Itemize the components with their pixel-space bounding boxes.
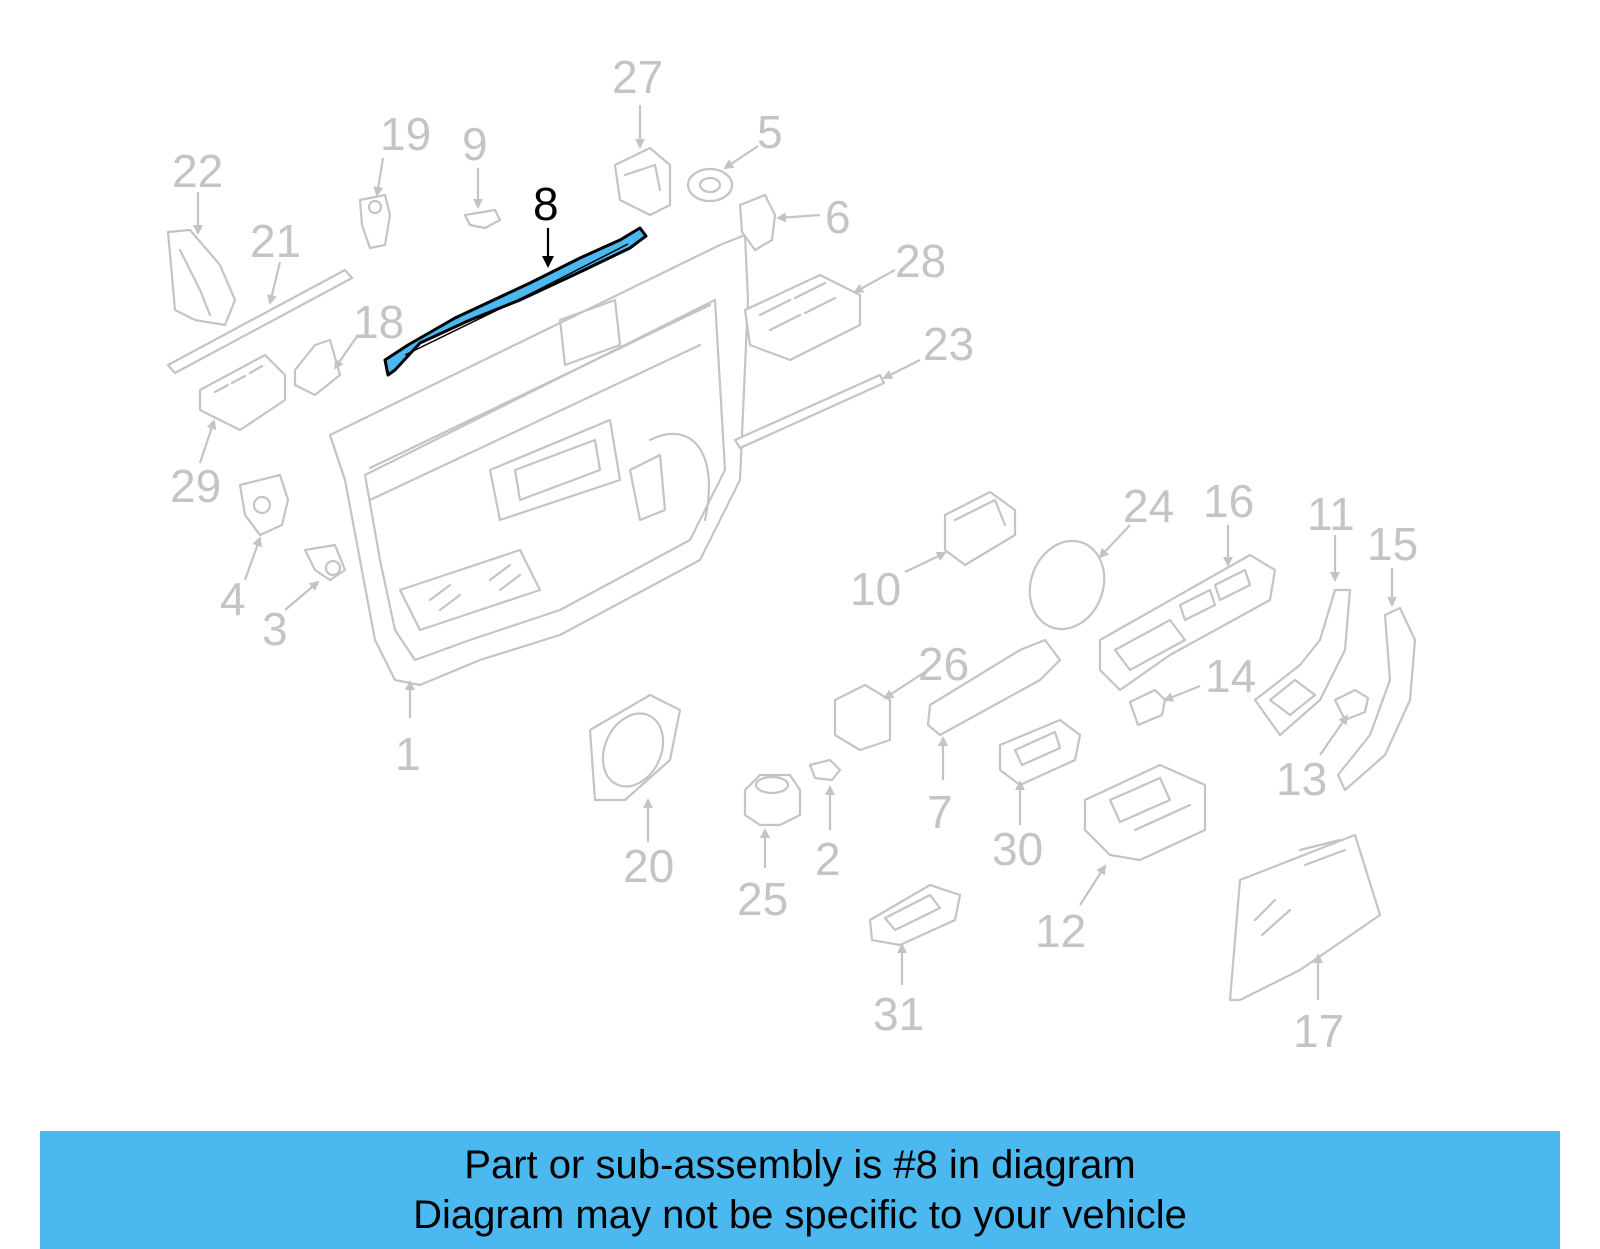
callout-22: 22 (172, 145, 223, 197)
callout-15: 15 (1367, 518, 1418, 570)
caption-line-2: Diagram may not be specific to your vehi… (413, 1193, 1187, 1237)
part-30-bezel (998, 718, 1082, 787)
part-6-bracket (738, 193, 777, 252)
part-14-switch (1128, 688, 1167, 727)
part-13-switch (1333, 688, 1370, 722)
part-4-bracket (238, 473, 290, 537)
part-20-speaker (588, 693, 682, 802)
part-26-switch (833, 683, 892, 752)
callout-28: 28 (895, 235, 946, 287)
caption-banner: Part or sub-assembly is #8 in diagram Di… (40, 1131, 1560, 1249)
callout-30: 30 (992, 823, 1043, 875)
part-24-ring (1028, 539, 1106, 631)
caption-line-1: Part or sub-assembly is #8 in diagram (464, 1143, 1136, 1187)
part-2-bolt (808, 758, 842, 782)
part-12-housing (1083, 763, 1207, 862)
part-19-clip (358, 193, 392, 250)
part-11-trim (1253, 588, 1352, 737)
callout-2: 2 (815, 833, 841, 885)
callout-12: 12 (1035, 905, 1086, 957)
part-31-bezel (868, 883, 962, 947)
part-9-clip (463, 208, 502, 230)
part-23-rod (733, 373, 886, 450)
callout-10: 10 (850, 563, 901, 615)
part-5-grommet (686, 167, 734, 203)
callout-25: 25 (737, 873, 788, 925)
part-25-knob (743, 773, 802, 827)
callout-21: 21 (250, 215, 301, 267)
callout-1: 1 (395, 728, 421, 780)
callout-20: 20 (623, 840, 674, 892)
part-28-switch-panel (743, 273, 862, 362)
callout-3: 3 (262, 603, 288, 655)
callout-13: 13 (1276, 753, 1327, 805)
part-22-cover (166, 228, 237, 327)
callout-17: 17 (1293, 1005, 1344, 1057)
callout-6: 6 (825, 191, 851, 243)
part-21-molding (166, 268, 354, 375)
part-17-panel (1228, 833, 1382, 1002)
part-27-switch (613, 146, 672, 217)
part-15-trim (1336, 606, 1417, 792)
part-16-armrest (1098, 553, 1277, 692)
callout-23: 23 (923, 318, 974, 370)
callout-26: 26 (918, 638, 969, 690)
callout-16: 16 (1203, 475, 1254, 527)
part-1-door-panel (328, 233, 750, 687)
callout-8-highlighted: 8 (533, 178, 559, 230)
callout-7: 7 (927, 786, 953, 838)
callout-4: 4 (220, 573, 246, 625)
part-10-bracket (943, 490, 1017, 567)
callout-19: 19 (380, 108, 431, 160)
part-18-bracket (293, 338, 342, 397)
callout-5: 5 (757, 106, 783, 158)
part-8-highlighted-trim (383, 226, 648, 377)
callout-14: 14 (1205, 650, 1256, 702)
callout-31: 31 (873, 988, 924, 1040)
callout-11: 11 (1307, 488, 1355, 540)
callout-18: 18 (353, 296, 404, 348)
part-29-switch (198, 353, 287, 432)
callout-29: 29 (170, 460, 221, 512)
part-7-handle (926, 638, 1062, 737)
callout-9: 9 (462, 118, 488, 170)
callout-24: 24 (1123, 480, 1174, 532)
callout-27: 27 (612, 51, 663, 103)
part-3-clip (303, 543, 347, 582)
